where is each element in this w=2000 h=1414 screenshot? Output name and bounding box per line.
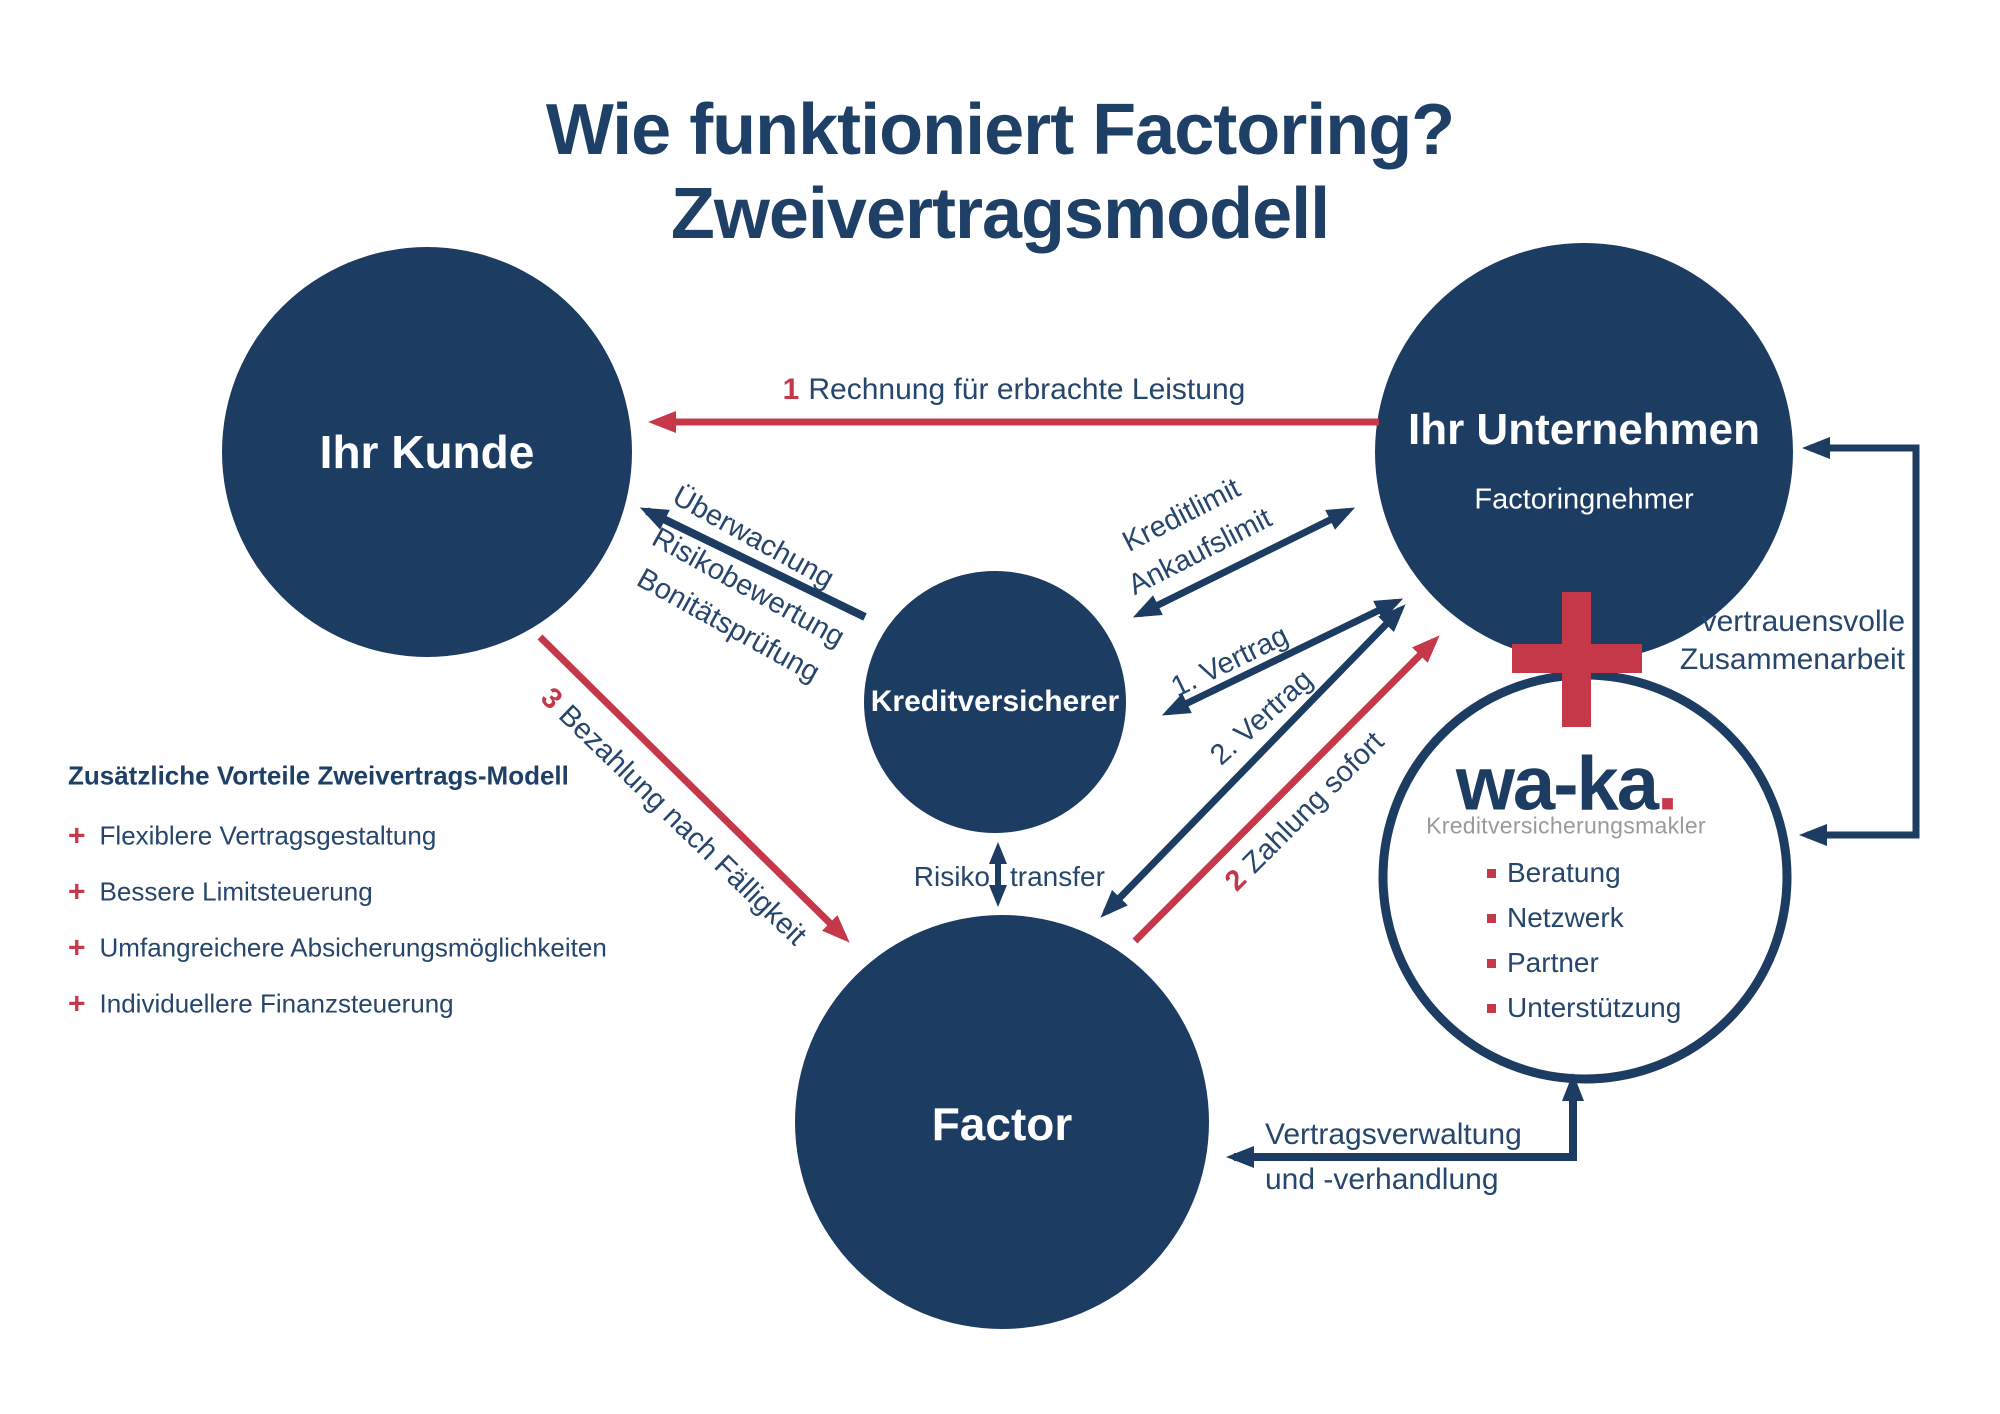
benefit-item: + Individuellere Finanzsteuerung [68,989,454,1020]
plus-bullet-icon: + [68,987,86,1020]
waka-logo: wa-ka. [1455,741,1678,828]
waka-logo-dot: . [1657,741,1678,827]
risk-transfer-word2: transfer [1010,861,1105,892]
risk-transfer-word1: Risiko [913,861,990,892]
plus-bullet-icon: + [68,931,86,964]
trust-label: vertrauensvolle Zusammenarbeit [1680,603,1905,679]
contract-admin-arrow [1226,1073,1584,1168]
waka-item-label: Netzwerk [1507,902,1624,933]
factor-circle [795,915,1209,1329]
invoice-arrow-label: 1 Rechnung für erbrachte Leistung [783,373,1246,407]
waka-item-label: Partner [1507,947,1599,978]
insurer-label: Kreditversicherer [870,685,1120,718]
benefit-item-label: Individuellere Finanzsteuerung [99,988,454,1019]
plus-bullet-icon: + [68,875,86,908]
benefit-item: + Bessere Limitsteuerung [68,877,373,908]
benefit-item-label: Bessere Limitsteuerung [99,876,373,907]
bullet-icon [1487,868,1496,878]
payment-now-arrow [1132,635,1440,944]
waka-item-label: Unterstützung [1507,992,1682,1023]
contract-admin-label-line2: und -verhandlung [1265,1163,1499,1196]
payment-due-arrow [537,634,850,943]
plus-icon [1512,592,1642,727]
customer-label: Ihr Kunde [319,426,535,478]
plus-bullet-icon: + [68,819,86,852]
waka-list-item: Beratung [1487,857,1621,889]
bullet-icon [1487,958,1496,968]
benefit-item: + Flexiblere Vertragsgestaltung [68,821,436,852]
customer-circle [222,247,632,657]
insurer-circle [864,571,1126,833]
contract-admin-label-line1: Vertragsverwaltung [1265,1118,1522,1151]
trust-label-line2: Zusammenarbeit [1679,643,1905,676]
monitoring-arrow [639,507,867,621]
invoice-step-number: 1 [782,373,800,406]
limits-arrow [1132,507,1356,618]
trust-label-line1: vertrauensvolle [1701,605,1905,638]
waka-logo-text: wa-ka [1455,741,1659,827]
benefit-item: + Umfangreichere Absicherungsmöglichkeit… [68,933,607,964]
benefit-item-label: Umfangreichere Absicherungsmöglichkeiten [99,932,607,963]
factor-label: Factor [931,1098,1073,1150]
waka-list-item: Netzwerk [1487,902,1624,934]
company-circle [1375,243,1793,661]
page-title-line2: Zweivertragsmodell [670,174,1330,254]
bullet-icon [1487,1003,1496,1013]
benefit-item-label: Flexiblere Vertragsgestaltung [99,820,437,851]
bullet-icon [1487,913,1496,923]
invoice-label-text: Rechnung für erbrachte Leistung [808,373,1246,406]
waka-list-item: Unterstützung [1487,992,1681,1024]
benefits-heading: Zusätzliche Vorteile Zweivertrags-Modell [68,760,569,791]
trust-bracket-arrow [1799,437,1920,846]
company-sublabel: Factoringnehmer [1474,483,1694,516]
page-title-line1: Wie funktioniert Factoring? [545,90,1455,170]
company-label: Ihr Unternehmen [1407,405,1761,454]
waka-item-label: Beratung [1507,857,1621,888]
contract2-arrow [1100,604,1406,918]
waka-list-item: Partner [1487,947,1599,979]
waka-subtitle: Kreditversicherungsmakler [1426,812,1706,839]
